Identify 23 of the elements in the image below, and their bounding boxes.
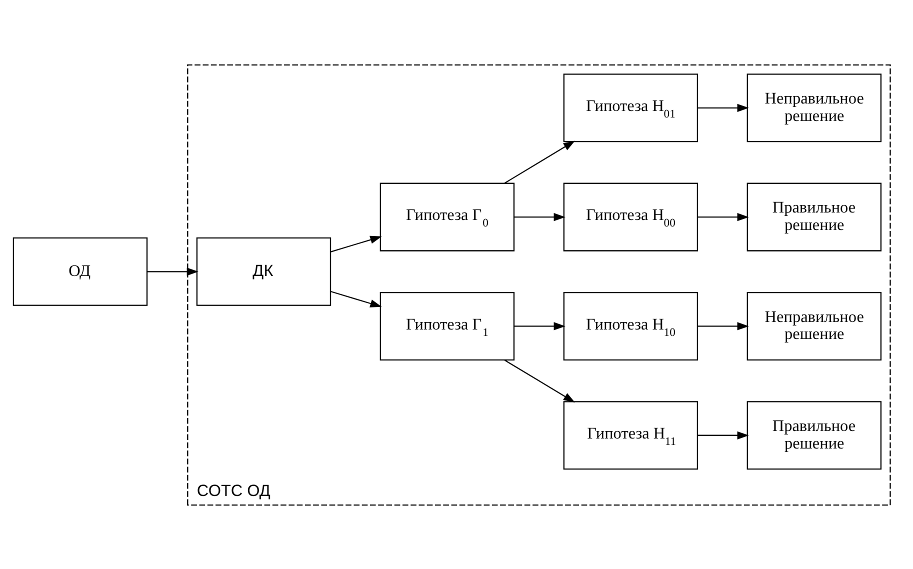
arrow <box>698 430 749 439</box>
arrow <box>504 359 576 402</box>
node-box: ОД <box>12 236 148 306</box>
node-box: Гипотеза H$_{11}$ <box>563 400 698 470</box>
node-box: Гипотеза Г$_{0}$ <box>380 182 515 251</box>
arrow <box>698 212 749 221</box>
arrow <box>514 322 566 330</box>
arrow <box>330 235 382 252</box>
arrow <box>698 103 749 112</box>
arrow <box>698 322 749 330</box>
node-box: Гипотеза H$_{01}$ <box>563 73 698 142</box>
node-box: Гипотеза H$_{00}$ <box>563 182 698 251</box>
node-box: Правильное решение <box>746 400 882 470</box>
arrow <box>504 140 576 184</box>
arrow <box>514 212 566 221</box>
node-box: Гипотеза Г$_{1}$ <box>380 291 515 360</box>
node-box: ДК <box>196 236 332 306</box>
node-box: Неправильное решение <box>746 73 882 142</box>
node-box: Гипотеза H$_{10}$ <box>563 291 698 360</box>
node-box: Неправильное решение <box>746 291 882 360</box>
arrow <box>330 290 382 307</box>
node-box: Правильное решение <box>746 182 882 251</box>
arrow <box>147 267 198 276</box>
